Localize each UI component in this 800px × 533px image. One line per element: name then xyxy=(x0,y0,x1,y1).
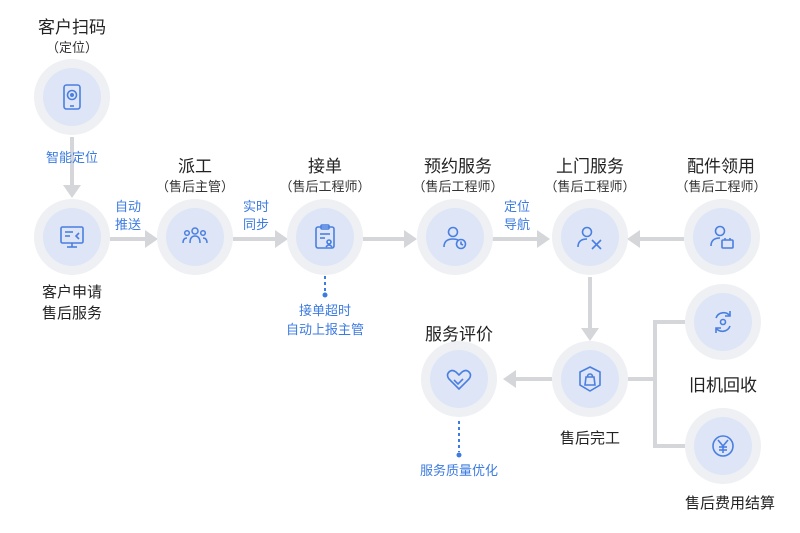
node-onsite xyxy=(552,199,628,275)
node-title-evaluate: 服务评价 xyxy=(425,325,493,345)
node-label-apply-2: 售后服务 xyxy=(41,304,102,322)
arrow-to-dispatch xyxy=(145,230,158,248)
recycle-icon xyxy=(715,311,731,333)
note-timeout-2: 自动上报主管 xyxy=(285,323,364,338)
yen-icon xyxy=(712,435,734,457)
node-sub-accept: （售后工程师） xyxy=(279,180,371,195)
node-recycle xyxy=(685,284,761,360)
node-title-scan: 客户扫码 xyxy=(38,18,106,38)
node-title-dispatch: 派工 xyxy=(178,157,212,177)
edge-label-auto-push-2: 推送 xyxy=(114,218,141,233)
user-clock-icon xyxy=(443,226,467,250)
node-book xyxy=(417,199,493,275)
node-title-book: 预约服务 xyxy=(424,157,492,177)
arrow-to-onsite xyxy=(537,230,550,248)
edge-label-smart-locate: 智能定位 xyxy=(45,151,98,166)
edge-label-locate-nav-1: 定位 xyxy=(503,200,530,215)
edge-label-locate-nav-2: 导航 xyxy=(503,218,530,233)
node-dispatch xyxy=(157,199,233,275)
node-sub-dispatch: （售后主管） xyxy=(155,180,234,195)
edge-label-realtime-1: 实时 xyxy=(242,200,269,215)
team-icon xyxy=(182,227,208,244)
node-label-settle: 售后费用结算 xyxy=(684,494,775,512)
node-evaluate xyxy=(421,341,497,417)
node-label-complete: 售后完工 xyxy=(559,429,620,447)
arrow-to-complete xyxy=(581,328,599,341)
node-parts xyxy=(684,199,760,275)
user-tools-icon xyxy=(577,226,602,250)
node-label-apply-1: 客户申请 xyxy=(41,283,102,301)
note-quality: 服务质量优化 xyxy=(419,464,498,479)
arrow-from-parts xyxy=(627,230,640,248)
arrow-to-accept xyxy=(275,230,288,248)
node-title-parts: 配件领用 xyxy=(687,157,755,177)
node-settle xyxy=(685,408,761,484)
node-label-recycle: 旧机回收 xyxy=(689,376,757,396)
dot-timeout xyxy=(322,292,328,298)
node-sub-scan: （定位） xyxy=(45,41,98,56)
edge-label-realtime-2: 同步 xyxy=(242,218,269,233)
node-sub-book: （售后工程师） xyxy=(412,180,504,195)
node-complete xyxy=(552,341,628,417)
node-sub-parts: （售后工程师） xyxy=(675,180,767,195)
phone-scan-icon xyxy=(63,84,81,110)
dot-quality xyxy=(456,452,462,458)
edge-branch-settle xyxy=(653,379,685,448)
arrow-to-apply xyxy=(63,185,81,198)
edge-label-auto-push-1: 自动 xyxy=(114,200,141,215)
clipboard-icon xyxy=(315,224,335,249)
bag-icon xyxy=(579,366,601,392)
note-timeout-1: 接单超时 xyxy=(298,304,351,319)
handshake-icon xyxy=(446,369,472,391)
node-scan xyxy=(34,59,110,135)
arrow-to-book xyxy=(404,230,417,248)
monitor-icon xyxy=(60,226,84,248)
node-title-onsite: 上门服务 xyxy=(556,157,624,177)
node-title-accept: 接单 xyxy=(308,157,342,177)
node-apply xyxy=(34,199,110,275)
user-card-icon xyxy=(710,225,734,249)
arrow-to-evaluate xyxy=(503,370,516,388)
node-sub-onsite: （售后工程师） xyxy=(544,180,636,195)
edge-branch-recycle xyxy=(653,320,685,379)
node-accept xyxy=(287,199,363,275)
